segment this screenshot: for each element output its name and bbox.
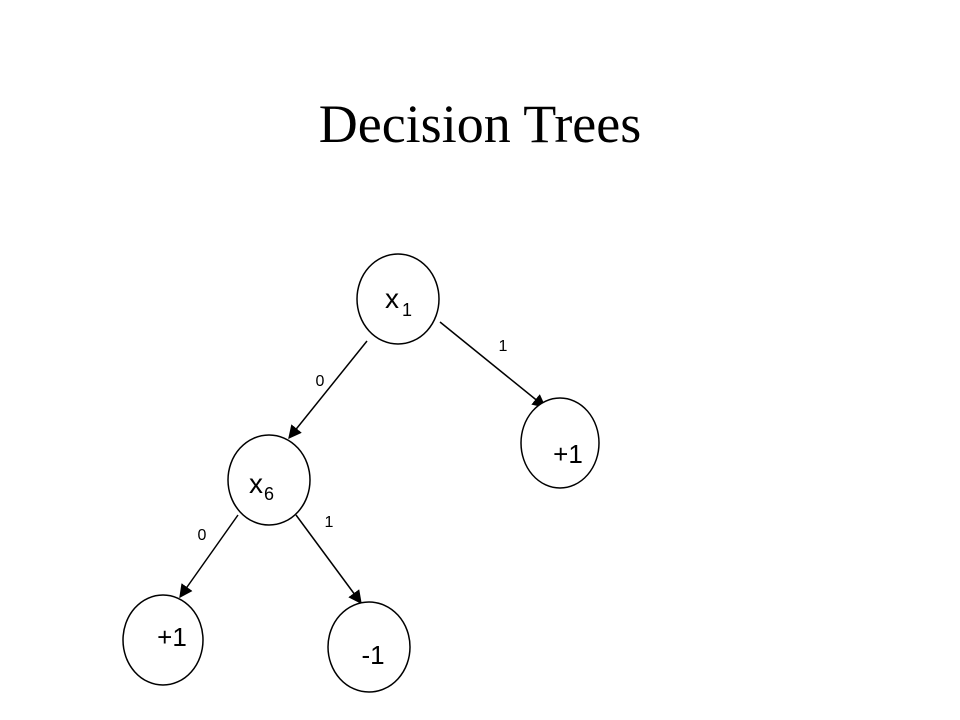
leaf-x6-right-label: -1 bbox=[361, 640, 384, 670]
edge-label-x6-right: 1 bbox=[325, 514, 334, 531]
slide-title: Decision Trees bbox=[318, 94, 642, 154]
edge-label-root-left: 0 bbox=[316, 373, 325, 390]
edge-root-left bbox=[288, 340, 368, 440]
edge-root-right bbox=[439, 321, 547, 408]
leaf-x6-left-label: +1 bbox=[157, 622, 187, 652]
edge-label-x6-left: 0 bbox=[198, 527, 207, 544]
edge-x6-right bbox=[295, 514, 362, 605]
edge-x6-left bbox=[179, 514, 239, 599]
node-x6-var: x bbox=[249, 468, 263, 499]
node-x6-sub: 6 bbox=[264, 484, 274, 504]
node-x6: x 6 bbox=[227, 434, 311, 526]
node-root: x 1 bbox=[356, 253, 440, 345]
leaf-x6-right: -1 bbox=[327, 601, 411, 693]
leaf-root-right: +1 bbox=[520, 397, 600, 489]
node-root-var: x bbox=[385, 283, 399, 314]
leaf-x6-left: +1 bbox=[122, 594, 204, 686]
leaf-root-right-label: +1 bbox=[553, 439, 583, 469]
edge-label-root-right: 1 bbox=[499, 338, 508, 355]
node-root-sub: 1 bbox=[402, 300, 412, 320]
